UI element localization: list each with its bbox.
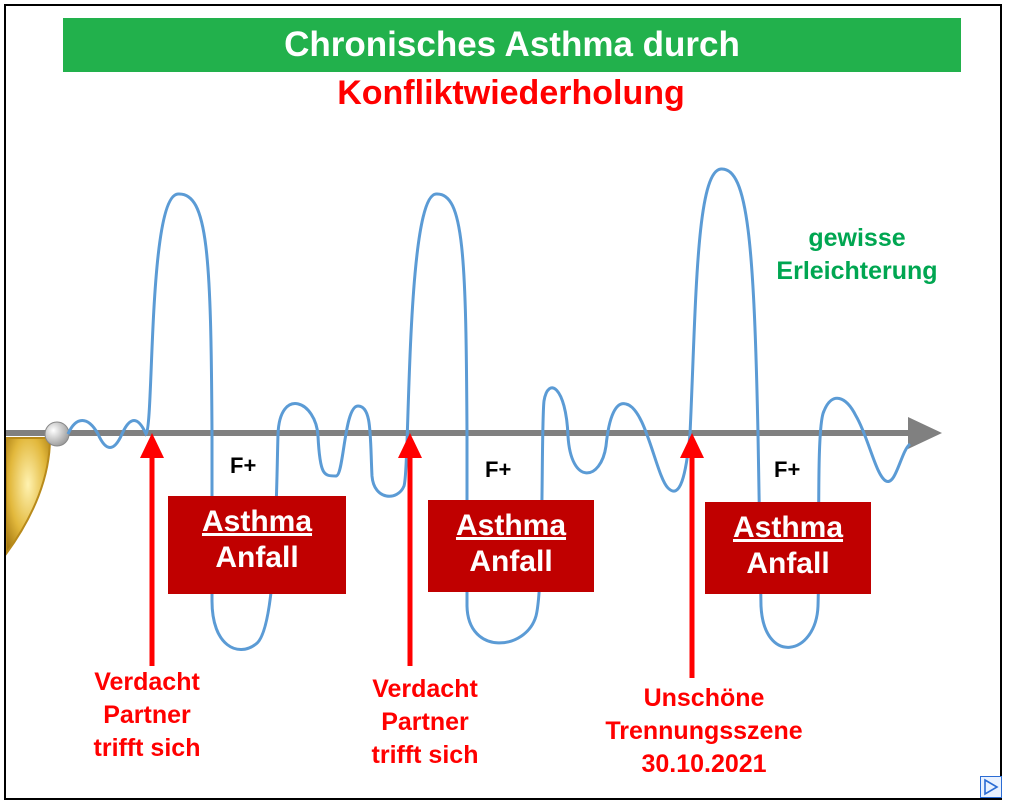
event-arrow xyxy=(398,433,422,666)
golden-orb-icon xyxy=(6,437,52,556)
page-title: Chronisches Asthma durch xyxy=(284,25,740,64)
event-label: Unschöne Trennungsszene 30.10.2021 xyxy=(605,684,803,778)
phase-label: F+ xyxy=(230,453,257,478)
vagotonia-curve xyxy=(66,167,912,651)
relief-note: gewisse Erleichterung xyxy=(776,224,938,285)
phase-label: F+ xyxy=(485,457,512,482)
asthma-attack-box: Asthma Anfall xyxy=(168,496,346,594)
phase-label: F+ xyxy=(774,457,801,482)
event-label: Verdacht Partner trifft sich xyxy=(93,668,201,762)
asthma-attack-box: Asthma Anfall xyxy=(705,502,871,594)
event-arrow xyxy=(140,433,164,666)
asthma-attack-box: Asthma Anfall xyxy=(428,500,594,592)
title-bar xyxy=(63,18,961,72)
time-axis-arrowhead xyxy=(908,417,942,449)
event-label: Verdacht Partner trifft sich xyxy=(371,675,479,769)
page-subtitle: Konfliktwiederholung xyxy=(337,74,685,112)
event-arrow xyxy=(680,433,704,678)
slide-frame: Chronisches Asthma durch Konfliktwiederh… xyxy=(4,4,1002,800)
next-slide-icon xyxy=(984,778,999,796)
pearl-icon xyxy=(44,421,70,447)
next-slide-button[interactable] xyxy=(980,776,1002,798)
diagram-canvas xyxy=(6,167,942,678)
